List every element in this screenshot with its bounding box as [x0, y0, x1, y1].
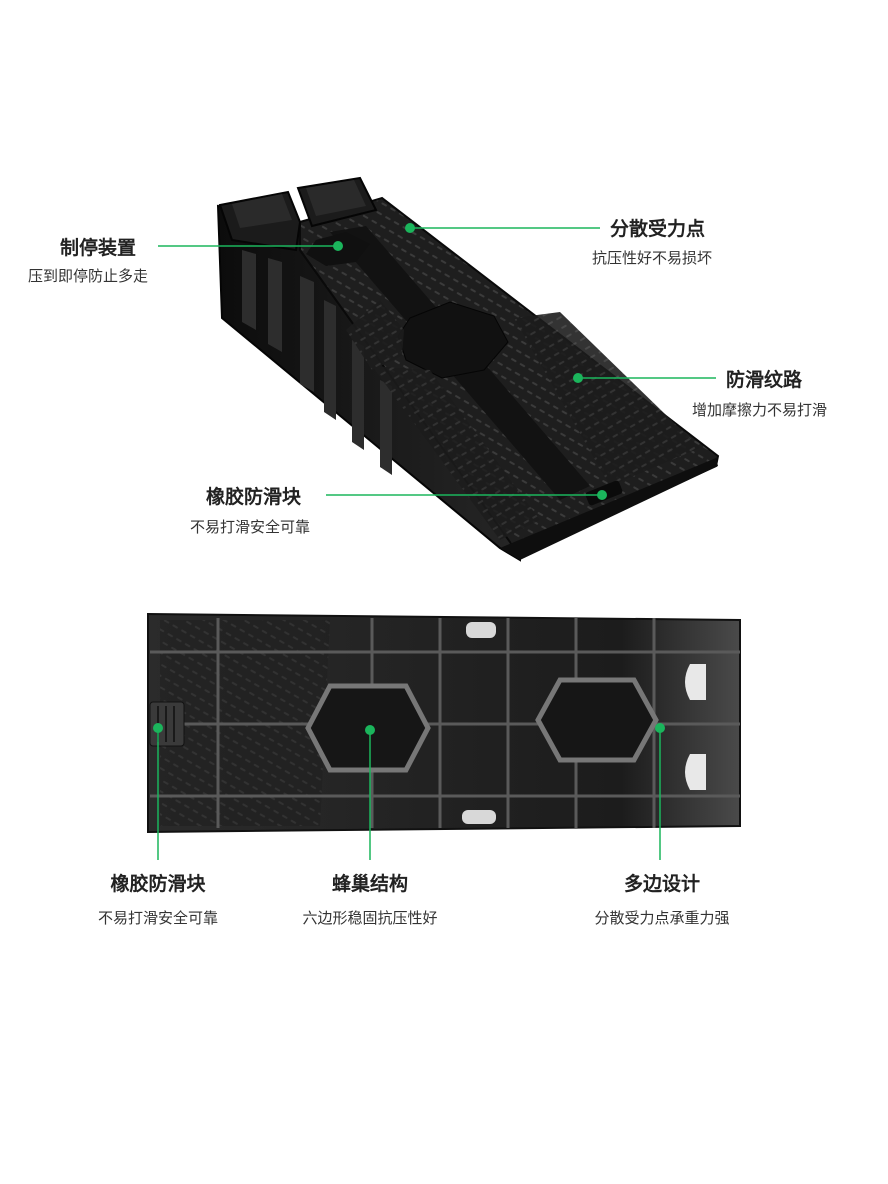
callout-polygon-title: 多边设计 [623, 873, 701, 895]
callout-honeycomb-title: 蜂巢结构 [331, 873, 409, 895]
bottom-opening-lower [685, 754, 706, 790]
callout-antislip-texture-sub-wrap: 增加摩擦力不易打滑 [692, 400, 827, 420]
callout-rubber-bottom-sub: 不易打滑安全可靠 [97, 909, 219, 927]
callout-rubber-top-sub-wrap: 不易打滑安全可靠 [190, 517, 310, 537]
callout-brake-sub-wrap: 压到即停防止多走 [28, 266, 148, 286]
callout-honeycomb-sub: 六边形稳固抗压性好 [302, 909, 438, 927]
callout-brake: 制停装置 [60, 236, 136, 260]
ramp-side-ribs [242, 250, 392, 475]
callout-rubber-top-sub: 不易打滑安全可靠 [190, 518, 311, 536]
callout-rubber-top: 橡胶防滑块 [206, 485, 301, 509]
callout-disperse-sub: 抗压性好不易损坏 [592, 249, 713, 267]
callout-rubber-top-title: 橡胶防滑块 [206, 486, 302, 508]
callout-antislip-texture: 防滑纹路 [726, 368, 802, 392]
callout-antislip-texture-title: 防滑纹路 [726, 369, 803, 391]
honeycomb-cell-right [535, 677, 659, 763]
callout-rubber-bottom: 橡胶防滑块 不易打滑安全可靠 [98, 872, 218, 928]
callout-polygon: 多边设计 分散受力点承重力强 [594, 872, 729, 928]
callout-lines-bottom [153, 723, 665, 860]
callout-disperse: 分散受力点 [610, 217, 705, 241]
callout-brake-title: 制停装置 [60, 237, 137, 259]
callout-disperse-sub-wrap: 抗压性好不易损坏 [592, 248, 712, 268]
callout-lines-top [158, 223, 716, 500]
bottom-opening-upper [685, 664, 706, 700]
callout-antislip-texture-sub: 增加摩擦力不易打滑 [692, 401, 828, 419]
callout-brake-sub: 压到即停防止多走 [28, 267, 149, 285]
callout-disperse-title: 分散受力点 [610, 218, 706, 240]
callout-polygon-sub: 分散受力点承重力强 [594, 909, 730, 927]
ramp-top-view [216, 176, 720, 562]
callout-honeycomb: 蜂巢结构 六边形稳固抗压性好 [302, 872, 437, 928]
ramp-bottom-view [147, 612, 741, 834]
callout-rubber-bottom-title: 橡胶防滑块 [110, 873, 206, 895]
